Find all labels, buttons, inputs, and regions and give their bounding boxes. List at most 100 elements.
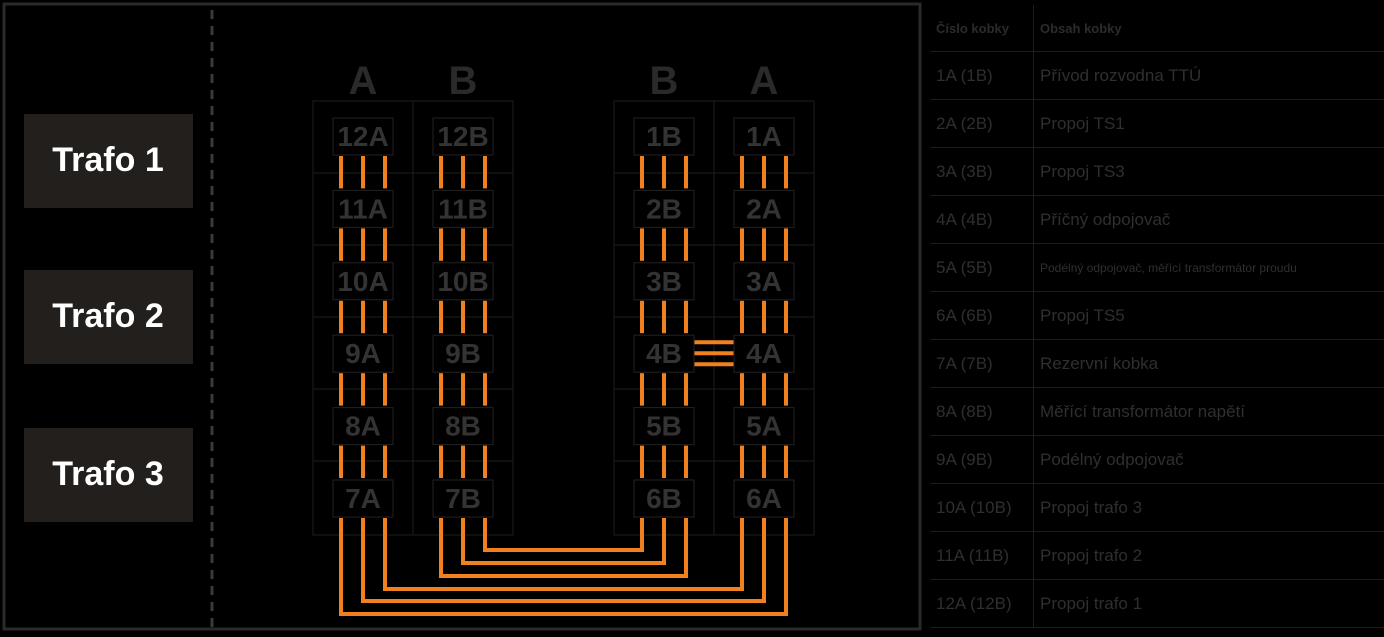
legend-row: 3A (3B)Propoj TS3	[930, 147, 1384, 196]
cell-label: 10A	[337, 266, 388, 297]
busbar-loop-7b-6b	[461, 518, 666, 565]
legend-cell-content: Propoj TS3	[1033, 147, 1384, 196]
cell-box	[432, 117, 494, 156]
cell-box	[733, 262, 795, 301]
transformer-boxes: Trafo 1 Trafo 2 Trafo 3	[24, 114, 193, 522]
cell-box	[432, 334, 494, 373]
cell-label: 5B	[646, 411, 682, 442]
legend-cell-content: Propoj TS1	[1033, 99, 1384, 148]
legend-header-id: Číslo kobky	[930, 5, 1034, 52]
legend-cell-id: 10A (10B)	[930, 483, 1034, 532]
cell-box	[633, 334, 695, 373]
cell-label: 11A	[338, 193, 388, 224]
cell-box	[733, 334, 795, 373]
cell-box	[332, 262, 394, 301]
cell-box	[633, 262, 695, 301]
legend-cell-content: Přívod rozvodna TTÚ	[1033, 51, 1384, 100]
legend-row: 8A (8B)Měřící transformátor napětí	[930, 387, 1384, 436]
cell-box	[633, 407, 695, 446]
cell-label: 6B	[646, 483, 682, 514]
legend-row: 12A (12B)Propoj trafo 1	[930, 579, 1384, 628]
cell-label: 6A	[746, 483, 782, 514]
legend-header-content: Obsah kobky	[1033, 5, 1384, 52]
legend-cell-id: 4A (4B)	[930, 195, 1034, 244]
cell-box	[633, 479, 695, 518]
cell-box	[432, 407, 494, 446]
legend-row: 7A (7B)Rezervní kobka	[930, 339, 1384, 388]
cell-box	[733, 117, 795, 156]
cell-label: 12A	[337, 121, 388, 152]
transformer-box	[24, 270, 193, 364]
legend-header-row: Číslo kobky Obsah kobky	[930, 5, 1384, 52]
cell-label: 7A	[345, 483, 381, 514]
legend-cell-content: Propoj trafo 3	[1033, 483, 1384, 532]
busbar-loop-7a-6a	[339, 518, 788, 616]
legend-cell-content: Propoj TS5	[1033, 291, 1384, 340]
cell-label: 8A	[345, 411, 381, 442]
cell-label: 3B	[646, 266, 682, 297]
legend-cell-id: 7A (7B)	[930, 339, 1034, 388]
cell-box	[733, 189, 795, 228]
cell-label: 2A	[746, 193, 782, 224]
transformer-box	[24, 428, 193, 522]
cell-label: 1A	[746, 121, 782, 152]
legend-cell-id: 3A (3B)	[930, 147, 1034, 196]
cell-labels: 12A11A10A9A8A7A12B11B10B9B8B7B1B2B3B4B5B…	[332, 117, 795, 518]
cell-box	[432, 479, 494, 518]
legend-cell-id: 8A (8B)	[930, 387, 1034, 436]
cell-label: 2B	[646, 193, 682, 224]
legend-cell-content: Podélný odpojovač, měřící transformátor …	[1033, 243, 1384, 292]
legend-row: 10A (10B)Propoj trafo 3	[930, 483, 1384, 532]
busbar-connections	[339, 156, 788, 616]
busbar-loop-7b-6b	[439, 518, 688, 578]
column-header: A	[349, 59, 378, 103]
column-header: A	[750, 59, 779, 103]
legend-cell-id: 11A (11B)	[930, 531, 1034, 580]
legend-cell-id: 9A (9B)	[930, 435, 1034, 484]
legend-cell-id: 5A (5B)	[930, 243, 1034, 292]
legend-cell-id: 12A (12B)	[930, 579, 1034, 628]
cell-box	[633, 117, 695, 156]
legend-row: 9A (9B)Podélný odpojovač	[930, 435, 1384, 484]
cell-label: 8B	[445, 411, 481, 442]
legend-cell-content: Příčný odpojovač	[1033, 195, 1384, 244]
legend-cell-id: 2A (2B)	[930, 99, 1034, 148]
busbar-loop-7a-6a	[383, 518, 744, 591]
legend-cell-id: 6A (6B)	[930, 291, 1034, 340]
legend-cell-content: Podélný odpojovač	[1033, 435, 1384, 484]
cell-label: 4B	[646, 338, 682, 369]
legend-row: 6A (6B)Propoj TS5	[930, 291, 1384, 340]
transformer-label: Trafo 1	[52, 141, 163, 179]
cell-label: 5A	[746, 411, 782, 442]
legend-row: 1A (1B)Přívod rozvodna TTÚ	[930, 51, 1384, 100]
busbar-loop-7a-6a	[361, 518, 766, 603]
cell-box	[432, 262, 494, 301]
cell-grid	[312, 100, 815, 536]
cell-box	[332, 117, 394, 156]
cell-legend-table: Číslo kobky Obsah kobky 1A (1B)Přívod ro…	[930, 5, 1384, 628]
legend-cell-content: Měřící transformátor napětí	[1033, 387, 1384, 436]
cell-label: 3A	[746, 266, 782, 297]
cell-label: 12B	[437, 121, 488, 152]
transformer-label: Trafo 3	[52, 455, 163, 493]
legend-cell-id: 1A (1B)	[930, 51, 1034, 100]
cell-box	[733, 479, 795, 518]
cell-box	[332, 334, 394, 373]
cell-box	[332, 407, 394, 446]
transformer-label: Trafo 2	[52, 297, 163, 335]
column-header: B	[650, 59, 679, 103]
cell-label: 1B	[646, 121, 682, 152]
legend-cell-content: Rezervní kobka	[1033, 339, 1384, 388]
cell-label: 11B	[438, 193, 488, 224]
cell-box	[332, 189, 394, 228]
cell-label: 9B	[445, 338, 481, 369]
legend-row: 4A (4B)Příčný odpojovač	[930, 195, 1384, 244]
diagram-frame	[2, 2, 922, 631]
cell-label: 4A	[746, 338, 782, 369]
cell-label: 7B	[445, 483, 481, 514]
legend-row: 2A (2B)Propoj TS1	[930, 99, 1384, 148]
busbar-loop-7b-6b	[483, 518, 644, 552]
